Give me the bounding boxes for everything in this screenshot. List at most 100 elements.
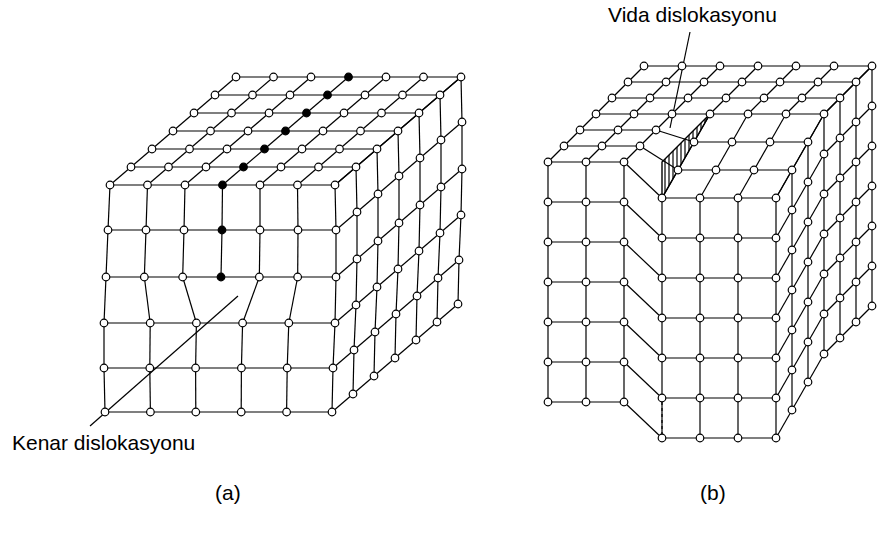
extra-plane-atom	[261, 145, 269, 153]
lattice-atom	[298, 145, 306, 153]
lattice-bond	[656, 130, 694, 142]
lattice-atom	[754, 62, 762, 70]
lattice-atom	[146, 364, 154, 372]
lattice-atom	[734, 434, 742, 442]
lattice-atom	[340, 109, 348, 117]
lattice-atom	[350, 346, 358, 354]
lattice-atom	[104, 226, 112, 234]
lattice-bond	[548, 401, 586, 402]
extra-plane-atom	[282, 127, 290, 135]
lattice-bond	[131, 166, 169, 167]
lattice-bond	[108, 185, 110, 230]
lattice-atom	[658, 434, 666, 442]
lattice-atom	[169, 127, 177, 135]
lattice-bond	[823, 154, 824, 194]
lattice-bond	[644, 65, 682, 66]
lattice-bond	[871, 226, 872, 266]
lattice-atom	[270, 73, 278, 81]
lattice-atom	[620, 358, 628, 366]
lattice-bond	[624, 202, 662, 238]
lattice-atom	[772, 274, 780, 282]
lattice-bond	[361, 130, 399, 131]
lattice-atom	[370, 372, 378, 380]
lattice-bond	[776, 170, 792, 198]
lattice-bond	[623, 242, 624, 282]
lattice-atom	[544, 398, 552, 406]
lattice-bond	[807, 342, 808, 382]
lattice-bond	[624, 402, 662, 438]
lattice-bond	[791, 170, 792, 210]
lattice-atom	[392, 310, 400, 318]
lattice-atom	[244, 127, 252, 135]
lattice-bond	[335, 230, 336, 277]
lattice-atom	[420, 73, 428, 81]
lattice-bond	[612, 97, 650, 98]
lattice-bond	[547, 322, 548, 362]
lattice-atom	[788, 206, 796, 214]
lattice-atom	[353, 208, 361, 216]
lattice-bond	[775, 198, 776, 238]
lattice-atom	[804, 298, 812, 306]
lattice-atom	[455, 256, 463, 264]
lattice-atom	[148, 145, 156, 153]
lattice-bond	[106, 230, 108, 277]
lattice-atom	[315, 163, 323, 171]
lattice-bond	[548, 281, 586, 282]
lattice-bond	[770, 141, 808, 142]
lattice-atom	[696, 274, 704, 282]
dislocation-line	[90, 296, 238, 426]
lattice-atom	[620, 318, 628, 326]
lattice-atom	[239, 319, 247, 327]
lattice-atom	[454, 300, 462, 308]
lattice-bond	[823, 274, 824, 314]
lattice-atom	[620, 278, 628, 286]
lattice-atom	[804, 338, 812, 346]
lattice-atom	[457, 73, 465, 81]
lattice-bond	[259, 230, 261, 277]
lattice-bond	[662, 277, 700, 278]
lattice-atom	[378, 109, 386, 117]
lattice-bond	[260, 229, 298, 230]
lattice-atom	[249, 91, 257, 99]
lattice-atom	[836, 134, 844, 142]
lattice-bond	[586, 361, 624, 362]
lattice-atom	[237, 408, 245, 416]
lattice-bond	[628, 81, 666, 82]
lattice-bond	[700, 170, 716, 198]
lattice-bond	[248, 130, 286, 131]
lattice-atom	[331, 319, 339, 327]
lattice-bond	[377, 194, 378, 241]
lattice-bond	[791, 210, 792, 250]
lattice-bond	[215, 94, 253, 95]
lattice-atom	[294, 273, 302, 281]
lattice-bond	[678, 169, 716, 170]
lattice-bond	[195, 323, 197, 368]
lattice-bond	[386, 76, 424, 77]
lattice-atom	[696, 314, 704, 322]
lattice-atom	[772, 314, 780, 322]
lattice-atom	[190, 109, 198, 117]
lattice-bond	[855, 122, 856, 162]
lattice-bond	[808, 194, 824, 222]
lattice-bond	[307, 112, 345, 113]
lattice-bond	[259, 276, 297, 277]
lattice-atom	[238, 364, 246, 372]
lattice-bond	[808, 114, 824, 142]
lattice-atom	[193, 319, 201, 327]
lattice-bond	[287, 323, 289, 368]
lattice-bond	[807, 262, 808, 302]
lattice-atom	[868, 62, 876, 70]
lattice-atom	[413, 292, 421, 300]
lattice-atom	[102, 273, 110, 281]
lattice-bond	[335, 277, 336, 323]
lattice-atom	[706, 110, 714, 118]
lattice-atom	[696, 394, 704, 402]
lattice-atom	[716, 62, 724, 70]
lattice-atom	[374, 190, 382, 198]
lattice-bond	[839, 138, 840, 178]
lattice-atom	[772, 394, 780, 402]
lattice-bond	[417, 251, 419, 296]
lattice-bond	[585, 282, 586, 322]
lattice-bond	[548, 321, 586, 322]
lattice-atom	[684, 94, 692, 102]
